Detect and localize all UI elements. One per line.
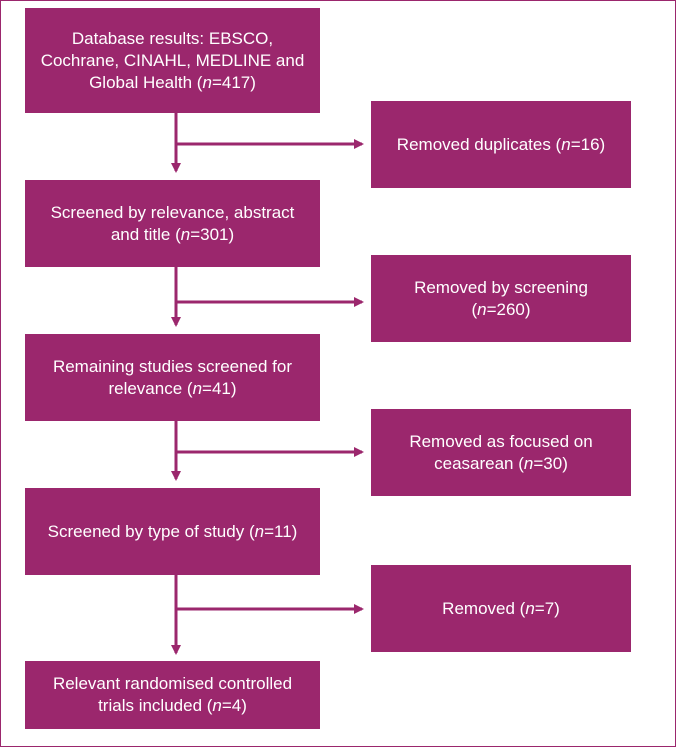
removal-text: ceasarean ( (434, 453, 524, 473)
n-symbol: n (561, 134, 571, 154)
removal-count: =260) (486, 299, 531, 319)
step-count: =301) (190, 224, 235, 244)
n-symbol: n (202, 72, 212, 92)
step-text: trials included ( (98, 696, 213, 715)
step-type-of-study: Screened by type of study (n=11) (25, 488, 320, 575)
step-text: Screened by relevance, abstract (50, 202, 295, 222)
removal-ceasarean: Removed as focused on ceasarean (n=30) (371, 409, 631, 496)
removal-text: Removed by screening (414, 277, 588, 297)
step-text: Global Health ( (89, 72, 203, 92)
step-count: =11) (264, 521, 298, 541)
step-count: =4) (221, 696, 247, 715)
n-symbol: n (525, 598, 535, 618)
n-symbol: n (192, 378, 203, 398)
step-text: relevance ( (108, 378, 193, 398)
step-text: and title ( (110, 224, 181, 244)
step-count: =417) (211, 72, 256, 92)
step-screened-relevance: Screened by relevance, abstract and titl… (25, 180, 320, 267)
removal-text: Removed as focused on (409, 431, 593, 451)
step-remaining-studies: Remaining studies screened for relevance… (25, 334, 320, 421)
removal-text: Removed ( (442, 598, 526, 618)
step-included-trials: Relevant randomised controlled trials in… (25, 661, 320, 729)
n-symbol: n (180, 224, 191, 244)
removal-count: =7) (534, 598, 560, 618)
step-database-results: Database results: EBSCO, Cochrane, CINAH… (25, 8, 320, 113)
n-symbol: n (523, 453, 534, 473)
step-count: =41) (202, 378, 237, 398)
removal-count: =30) (533, 453, 568, 473)
removal-screening: Removed by screening (n=260) (371, 255, 631, 342)
step-text: Database results: EBSCO, (71, 28, 274, 48)
n-symbol: n (477, 299, 487, 319)
step-text: Cochrane, CINAHL, MEDLINE and (40, 50, 305, 70)
step-text: Relevant randomised controlled (52, 674, 293, 693)
removal-text: Removed duplicates ( (396, 134, 562, 154)
removal-text: ( (471, 299, 478, 319)
removal-duplicates: Removed duplicates (n=16) (371, 101, 631, 188)
removal-other: Removed (n=7) (371, 565, 631, 652)
removal-count: =16) (570, 134, 606, 154)
n-symbol: n (212, 696, 222, 715)
step-text: Screened by type of study ( (47, 521, 255, 541)
step-text: Remaining studies screened for (52, 356, 293, 376)
n-symbol: n (254, 521, 265, 541)
